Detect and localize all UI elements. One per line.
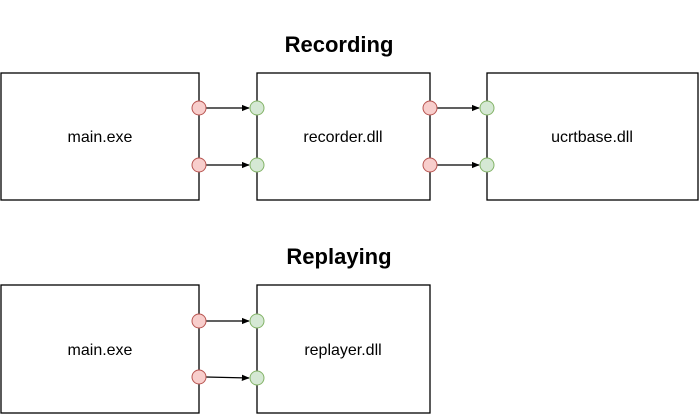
- box-rect: [0, 284, 200, 414]
- box-label: recorder.dll: [303, 129, 382, 146]
- box-label: main.exe: [68, 342, 133, 359]
- replaying-title: Replaying: [286, 244, 391, 269]
- output-port: [422, 100, 438, 116]
- output-port: [191, 100, 207, 116]
- box-label: ucrtbase.dll: [551, 129, 633, 146]
- recording-ucrtbase-dll-box: ucrtbase.dll: [486, 72, 699, 201]
- input-port: [249, 370, 265, 386]
- connector-arrow: [205, 374, 250, 382]
- box-rect: [256, 284, 431, 414]
- recording-recorder-dll-box: recorder.dll: [256, 72, 431, 201]
- input-port: [479, 100, 495, 116]
- box-label: replayer.dll: [304, 342, 381, 359]
- replaying-section: Replaying main.exe replayer.dll: [0, 244, 431, 414]
- box-label: main.exe: [68, 129, 133, 146]
- input-port: [249, 313, 265, 329]
- replaying-main-exe-box: main.exe: [0, 284, 200, 414]
- recording-title: Recording: [285, 32, 394, 57]
- box-rect: [486, 72, 699, 201]
- output-port: [191, 369, 207, 385]
- box-rect: [256, 72, 431, 201]
- replaying-replayer-dll-box: replayer.dll: [256, 284, 431, 414]
- box-rect: [0, 72, 200, 201]
- recording-section: Recording main.exe recorder.dll ucrtbase…: [0, 32, 699, 201]
- input-port: [249, 157, 265, 173]
- input-port: [479, 157, 495, 173]
- input-port: [249, 100, 265, 116]
- output-port: [422, 157, 438, 173]
- recording-main-exe-box: main.exe: [0, 72, 200, 201]
- output-port: [191, 157, 207, 173]
- output-port: [191, 313, 207, 329]
